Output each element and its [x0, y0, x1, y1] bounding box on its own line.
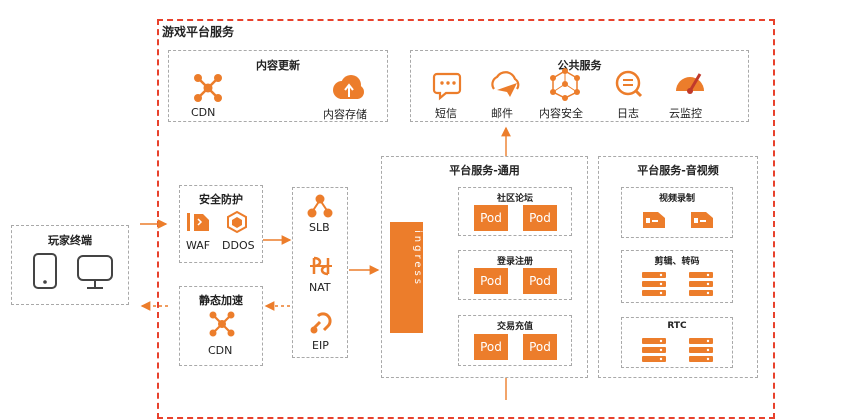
- ddos-icon: [227, 210, 247, 234]
- cdn-network-icon: [194, 74, 222, 102]
- nat-icon: [310, 256, 332, 276]
- player-terminal-title: 玩家终端: [48, 234, 92, 247]
- public-services-panel: 公共服务 短信 邮件 内容安全 日志 云监控: [410, 50, 749, 122]
- group-title: 登录注册: [496, 257, 533, 267]
- public-service-label-4: 日志: [617, 107, 639, 120]
- cloud-storage-icon: [333, 75, 364, 99]
- media-group-transcode: 剪辑、转码: [621, 250, 733, 303]
- media-group-recording: 视频录制: [621, 187, 733, 238]
- acceleration-panel: 静态加速 CDN: [179, 286, 263, 366]
- network-panel: SLB NAT EIP: [292, 187, 348, 358]
- acceleration-title: 静态加速: [199, 294, 243, 307]
- server-stack-icon: [689, 272, 713, 296]
- eip-icon: [310, 312, 332, 334]
- service-group-login: 登录注册 Pod Pod: [458, 250, 572, 300]
- media-group-rtc: RTC: [621, 317, 733, 368]
- video-recorder-icon: [691, 212, 713, 228]
- slb-label: SLB: [309, 221, 330, 234]
- slb-icon: [307, 194, 333, 218]
- mobile-phone-icon: [33, 253, 57, 289]
- pod: Pod: [523, 268, 557, 294]
- waf-label: WAF: [186, 239, 211, 252]
- group-title: RTC: [667, 321, 687, 331]
- sms-icon: [432, 72, 462, 101]
- content-security-icon: [550, 68, 580, 101]
- media-services-title: 平台服务-音视频: [637, 164, 719, 177]
- group-title: 社区论坛: [496, 194, 533, 204]
- pod: Pod: [523, 205, 557, 231]
- group-title: 剪辑、转码: [654, 257, 700, 267]
- group-title: 交易充值: [496, 322, 533, 332]
- content-update-panel: 内容更新 CDN 内容存储: [168, 50, 388, 122]
- pod: Pod: [523, 334, 557, 360]
- ingress-bar: ingress: [390, 222, 423, 333]
- public-service-label-1: 短信: [435, 107, 457, 120]
- server-stack-icon: [689, 338, 713, 362]
- cdn-network-icon: [209, 311, 235, 337]
- pod: Pod: [474, 205, 508, 231]
- nat-label: NAT: [309, 281, 331, 294]
- service-group-forum: 社区论坛 Pod Pod: [458, 187, 572, 236]
- player-terminal-panel: 玩家终端: [11, 225, 129, 305]
- mail-icon: [491, 71, 520, 97]
- content-storage-label: 内容存储: [323, 108, 367, 121]
- public-service-label-2: 邮件: [491, 107, 513, 120]
- server-stack-icon: [642, 272, 666, 296]
- monitor-icon: [77, 255, 113, 289]
- service-group-payment: 交易充值 Pod Pod: [458, 315, 572, 366]
- content-update-title: 内容更新: [256, 59, 300, 72]
- game-platform-title: 游戏平台服务: [162, 25, 235, 39]
- pod: Pod: [474, 268, 508, 294]
- public-service-label-3: 内容安全: [539, 107, 583, 120]
- eip-label: EIP: [312, 339, 329, 352]
- public-services-title: 公共服务: [557, 59, 602, 72]
- acceleration-cdn-label: CDN: [208, 344, 233, 357]
- cloud-monitor-icon: [676, 73, 704, 94]
- video-recorder-icon: [643, 212, 665, 228]
- cdn-label: CDN: [191, 106, 216, 119]
- log-icon: [615, 70, 643, 98]
- group-title: 视频录制: [658, 194, 695, 204]
- ingress-label: ingress: [412, 230, 423, 287]
- public-service-label-5: 云监控: [669, 107, 702, 120]
- ddos-label: DDOS: [222, 239, 255, 252]
- security-panel: 安全防护 WAF DDOS: [179, 185, 263, 263]
- waf-icon: [187, 213, 209, 231]
- server-stack-icon: [642, 338, 666, 362]
- security-title: 安全防护: [199, 193, 243, 206]
- pod: Pod: [474, 334, 508, 360]
- general-services-title: 平台服务-通用: [449, 164, 520, 177]
